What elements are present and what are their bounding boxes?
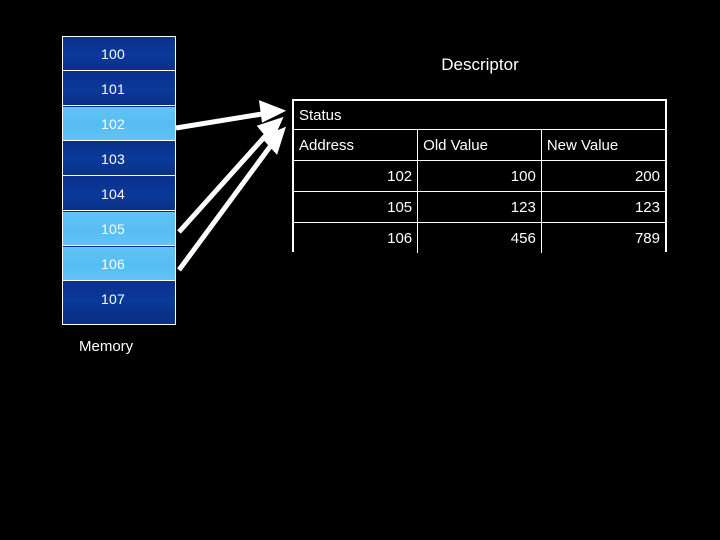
descriptor-header-row: Address Old Value New Value (294, 129, 665, 161)
memory-cell-106[interactable]: 106 (63, 247, 175, 281)
descriptor-status-label: Status (294, 101, 665, 130)
table-row[interactable]: 105 123 123 (294, 191, 665, 223)
memory-cell-104[interactable]: 104 (63, 177, 175, 211)
cell-address: 105 (294, 191, 419, 223)
table-row[interactable]: 102 100 200 (294, 160, 665, 192)
descriptor-status-row: Status (294, 101, 665, 130)
memory-column: 100 101 102 103 104 105 106 107 (62, 36, 176, 325)
cell-old-value: 100 (417, 160, 542, 192)
memory-cell-label: 106 (101, 256, 125, 272)
arrow-105-to-descriptor (177, 116, 284, 234)
memory-cell-label: 105 (101, 221, 125, 237)
cell-old-value: 456 (417, 222, 542, 253)
cell-address: 106 (294, 222, 419, 253)
descriptor-table: Status Address Old Value New Value 102 1… (292, 99, 667, 253)
column-header-old-value: Old Value (417, 129, 542, 161)
memory-cell-102[interactable]: 102 (63, 107, 175, 141)
memory-cell-label: 104 (101, 186, 125, 202)
arrow-102-to-descriptor (175, 100, 287, 131)
memory-cell-103[interactable]: 103 (63, 142, 175, 176)
memory-cell-label: 107 (101, 291, 125, 307)
memory-label: Memory (79, 338, 134, 355)
descriptor-title: Descriptor (441, 55, 519, 74)
memory-cell-100[interactable]: 100 (63, 37, 175, 71)
memory-cell-label: 100 (101, 46, 125, 62)
memory-cell-label: 101 (101, 81, 125, 97)
cell-address: 102 (294, 160, 419, 192)
column-header-new-value: New Value (540, 129, 665, 161)
arrow-106-to-descriptor (176, 126, 286, 272)
cell-old-value: 123 (417, 191, 542, 223)
memory-cell-label: 103 (101, 151, 125, 167)
table-row[interactable]: 106 456 789 (294, 222, 665, 253)
memory-cell-label: 102 (101, 116, 125, 132)
cell-new-value: 789 (540, 222, 665, 253)
column-header-address: Address (294, 129, 419, 161)
cell-new-value: 123 (540, 191, 665, 223)
memory-cell-101[interactable]: 101 (63, 72, 175, 106)
memory-cell-107[interactable]: 107 (63, 282, 175, 316)
memory-cell-105[interactable]: 105 (63, 212, 175, 246)
descriptor-table-grid: Status Address Old Value New Value 102 1… (294, 101, 665, 253)
cell-new-value: 200 (540, 160, 665, 192)
